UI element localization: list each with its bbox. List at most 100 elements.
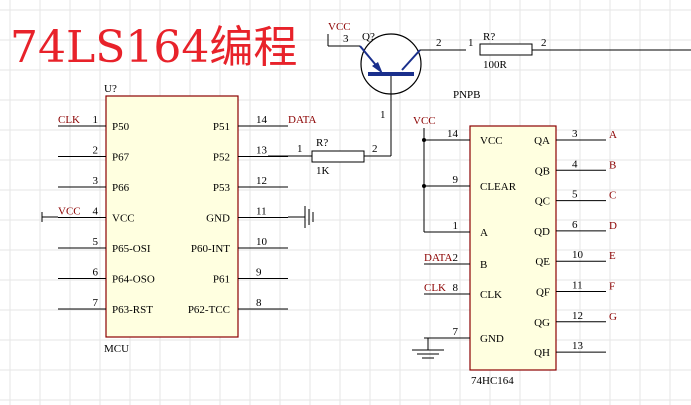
mcu-left-pin-label: P63-RST xyxy=(112,304,153,316)
mcu-left-pin-number: 7 xyxy=(93,297,99,309)
mcu-right-pin-number: 9 xyxy=(256,267,262,279)
mcu-left-net-label: CLK xyxy=(58,114,80,126)
chip164-left-pin-label: A xyxy=(480,227,488,239)
chip164-right-pin-number: 5 xyxy=(572,189,578,201)
mcu-right-pin-label: GND xyxy=(206,213,230,225)
mcu-right-pin-label: P51 xyxy=(213,121,230,133)
mcu-left-pin-label: P66 xyxy=(112,182,130,194)
mcu-vcc-arrow xyxy=(41,212,58,222)
chip164-right-pin-number: 12 xyxy=(572,310,583,322)
resistor-top-value: 100R xyxy=(483,59,508,71)
chip164-left-pin-label: GND xyxy=(480,333,504,345)
chip164-right-pin-number: 13 xyxy=(572,340,584,352)
shift-register-chip: 74HC164 xyxy=(469,125,557,387)
transistor-vcc-label: VCC xyxy=(328,21,351,33)
chip164-body xyxy=(469,125,557,371)
transistor-pin-emitter: 3 xyxy=(343,33,349,45)
mcu-left-pin-label: P65-OSI xyxy=(112,243,151,255)
mcu-right-pin-label: P62-TCC xyxy=(188,304,230,316)
chip164-right-pin-number: 3 xyxy=(572,128,578,140)
chip164-left-net-label: DATA xyxy=(424,252,453,264)
chip164-left-pin-number: 1 xyxy=(453,220,459,232)
chip164-right-pin-label: QB xyxy=(535,165,550,177)
transistor-type: PNPB xyxy=(453,89,481,101)
pnp-transistor: VCC 3 Q? 2 1 PNPB xyxy=(327,21,481,152)
chip164-vcc-bus: VCC xyxy=(413,115,436,232)
transistor-pin-collector: 2 xyxy=(436,37,442,49)
chip164-right-pin-label: QG xyxy=(534,317,550,329)
chip164-right-net-label: F xyxy=(609,281,615,293)
chip164-right-pin-number: 10 xyxy=(572,249,584,261)
resistor-top-pin-a: 1 xyxy=(468,37,474,49)
mcu-right-pin-label: P60-INT xyxy=(191,243,230,255)
chip164-left-pin-number: 14 xyxy=(447,128,459,140)
mcu-left-net-label: VCC xyxy=(58,206,81,218)
mcu-left-pin-number: 5 xyxy=(93,236,99,248)
mcu-left-pin-number: 1 xyxy=(93,114,99,126)
transistor-ref: Q? xyxy=(362,31,375,43)
resistor-top-ref: R? xyxy=(483,31,495,43)
chip164-right-pin-label: QC xyxy=(535,196,550,208)
chip164-ground-symbol xyxy=(412,338,444,359)
mcu-left-pin-label: P67 xyxy=(112,152,130,164)
chip164-left-pin-number: 2 xyxy=(453,252,459,264)
mcu-right-pin-label: P52 xyxy=(213,152,230,164)
mcu-right-pin-label: P61 xyxy=(213,274,230,286)
chip164-right-pin-label: QE xyxy=(535,256,550,268)
resistor-top-pin-b: 2 xyxy=(541,37,547,49)
mcu-body xyxy=(105,95,239,338)
resistor-mid-value: 1K xyxy=(316,165,330,177)
chip164-vcc-label: VCC xyxy=(413,115,436,127)
resistor-100r: R? 1 2 100R xyxy=(468,31,691,71)
page-title: 74LS164编程 xyxy=(10,22,297,73)
mcu-right-pin-number: 12 xyxy=(256,175,267,187)
mcu-chip: U? MCU xyxy=(104,83,239,355)
chip164-left-pin-label: CLEAR xyxy=(480,181,517,193)
mcu-ref: U? xyxy=(104,83,117,95)
resistor-mid-pin-b: 2 xyxy=(372,143,378,155)
mcu-right-pin-number: 8 xyxy=(256,297,262,309)
transistor-pin-base: 1 xyxy=(380,109,386,121)
chip164-left-pin-label: CLK xyxy=(480,289,502,301)
chip164-right-pin-label: QF xyxy=(536,287,550,299)
mcu-name: MCU xyxy=(104,343,129,355)
mcu-left-pin-number: 3 xyxy=(93,175,99,187)
chip164-left-pin-label: B xyxy=(480,259,487,271)
mcu-right-pin-number: 10 xyxy=(256,236,268,248)
chip164-right-pin-number: 4 xyxy=(572,158,578,170)
chip164-right-net-label: C xyxy=(609,190,616,202)
chip164-right-pin-label: QA xyxy=(534,135,550,147)
mcu-left-pin-number: 6 xyxy=(93,267,99,279)
chip164-right-pin-label: QH xyxy=(534,347,550,359)
chip164-left-pin-number: 7 xyxy=(453,326,459,338)
mcu-right-pin-number: 11 xyxy=(256,206,267,218)
mcu-right-net-label: DATA xyxy=(288,114,317,126)
chip164-right-net-label: E xyxy=(609,250,616,262)
chip164-right-pin-number: 6 xyxy=(572,219,578,231)
resistor-mid-pin-a: 1 xyxy=(297,143,303,155)
chip164-right-pin-label: QD xyxy=(534,226,550,238)
mcu-left-pin-label: P50 xyxy=(112,121,130,133)
resistor-1k: 1 R? 2 1K xyxy=(268,137,392,177)
chip164-right-net-label: G xyxy=(609,311,617,323)
chip164-left-pin-number: 9 xyxy=(453,174,459,186)
chip164-name: 74HC164 xyxy=(471,375,514,387)
mcu-left-pin-number: 2 xyxy=(93,145,99,157)
chip164-left-pin-label: VCC xyxy=(480,135,503,147)
chip164-right-net-label: B xyxy=(609,159,616,171)
mcu-left-pin-label: P64-OSO xyxy=(112,274,155,286)
chip164-left-net-label: CLK xyxy=(424,282,446,294)
mcu-right-pin-number: 14 xyxy=(256,114,268,126)
mcu-left-pin-label: VCC xyxy=(112,213,135,225)
mcu-left-pins: 1P50CLK2P673P664VCCVCC5P65-OSI6P64-OSO7P… xyxy=(58,114,155,316)
mcu-left-pin-number: 4 xyxy=(93,206,99,218)
mcu-right-pin-number: 13 xyxy=(256,145,268,157)
chip164-right-net-label: A xyxy=(609,129,617,141)
mcu-right-pin-label: P53 xyxy=(213,182,231,194)
mcu-ground-symbol xyxy=(288,206,314,228)
resistor-mid-ref: R? xyxy=(316,137,328,149)
